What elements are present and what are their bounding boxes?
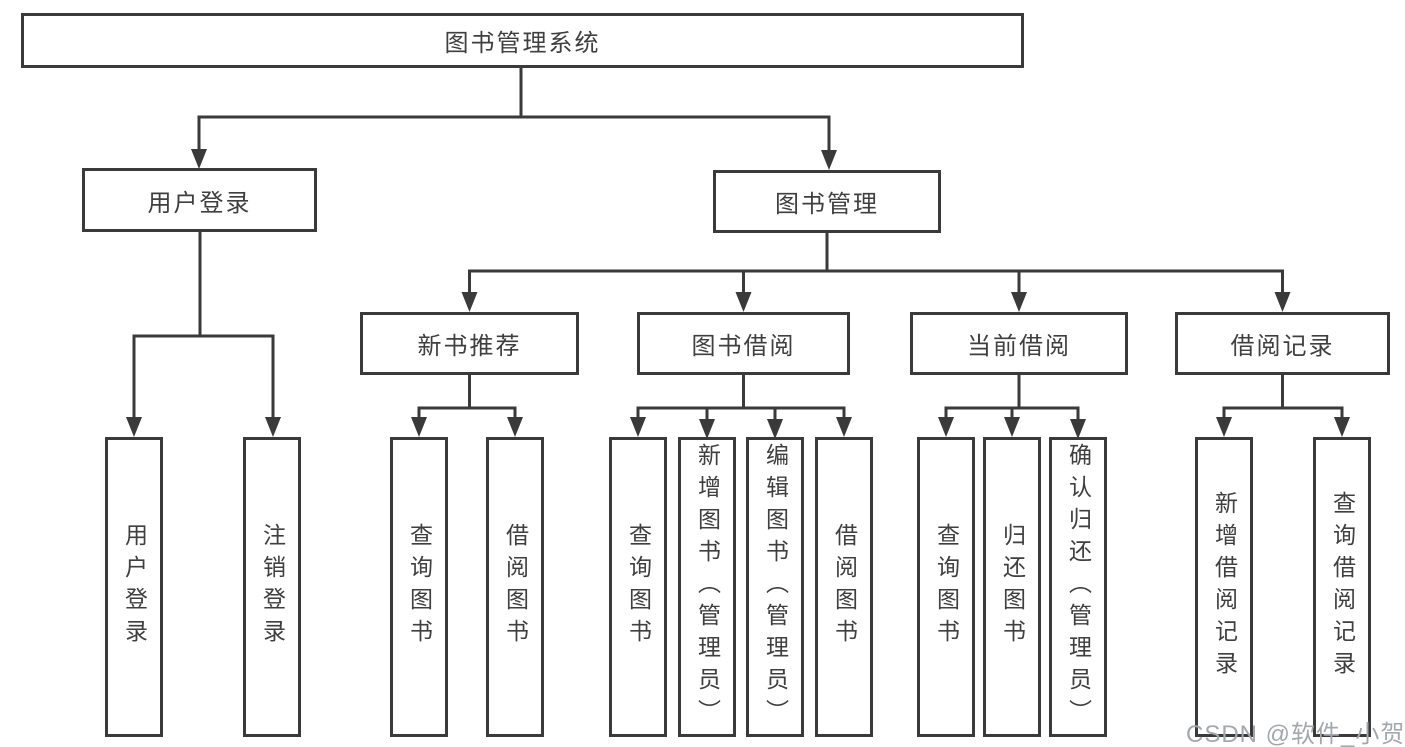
connector-records-to-leaves: [1216, 375, 1350, 437]
node-borrow-records: 借阅记录: [1175, 312, 1390, 375]
node-add-borrow-record: 新增借阅记录: [1195, 437, 1253, 737]
node-borrow-books-recommend: 借阅图书: [486, 437, 544, 737]
node-confirm-return-admin: 确认归还（管理员）: [1049, 437, 1107, 737]
node-user-login: 用户登录: [105, 437, 163, 737]
node-logout: 注销登录: [243, 437, 301, 737]
connector-root-to-level2: [191, 68, 837, 170]
node-query-books-recommend: 查询图书: [390, 437, 448, 737]
connector-borrow-to-leaves: [630, 375, 852, 439]
node-new-book-recommend: 新书推荐: [360, 312, 579, 375]
node-return-books: 归还图书: [983, 437, 1041, 737]
node-book-borrow: 图书借阅: [637, 312, 850, 375]
node-edit-book-admin: 编辑图书（管理员）: [746, 437, 804, 737]
node-query-books-borrow: 查询图书: [609, 437, 667, 737]
node-current-borrow: 当前借阅: [910, 312, 1128, 375]
connector-login-to-leaves: [126, 232, 281, 437]
node-borrow-books: 借阅图书: [815, 437, 873, 737]
node-user-login-branch: 用户登录: [82, 168, 317, 232]
node-query-books-current: 查询图书: [917, 437, 975, 737]
node-book-management-branch: 图书管理: [713, 170, 941, 233]
csdn-watermark: CSDN @软件_小贺同学: [1186, 721, 1405, 747]
node-query-borrow-record: 查询借阅记录: [1313, 437, 1371, 737]
connector-mgmt-to-level3: [461, 233, 1291, 312]
connector-current-to-leaves: [938, 375, 1086, 439]
node-book-management-system: 图书管理系统: [21, 13, 1024, 68]
node-add-book-admin: 新增图书（管理员）: [678, 437, 736, 737]
connector-recommend-to-leaves: [411, 375, 523, 437]
